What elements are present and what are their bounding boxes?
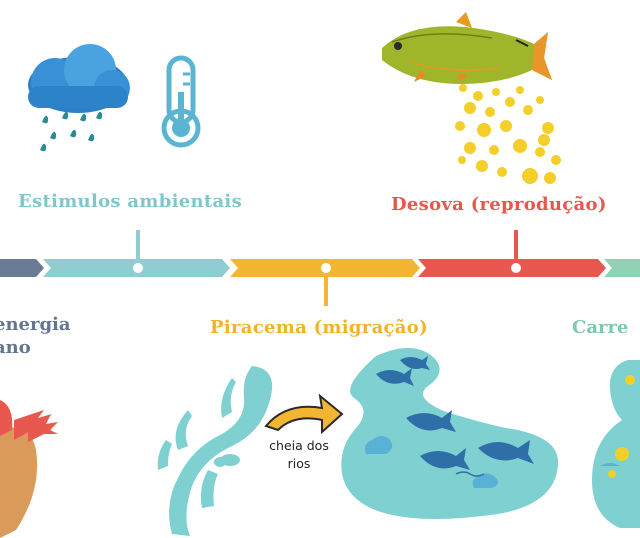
label-energy: energia ano [0, 313, 71, 359]
fish-eggs-icon [455, 84, 561, 184]
river-icon [157, 366, 273, 536]
timeline-segment-energy [0, 259, 44, 277]
label-energy-line2: ano [0, 337, 31, 358]
golden-fish-icon [382, 12, 552, 84]
label-spawning: Desova (reprodução) [391, 194, 607, 215]
timeline-segment-carry [604, 259, 640, 277]
label-carry: Carre [572, 317, 629, 338]
flood-arrow-icon [264, 393, 344, 435]
rain-cloud-icon [28, 44, 130, 152]
energy-fish-icon [0, 400, 58, 538]
carry-lake-icon [592, 360, 640, 528]
fish-school [376, 356, 534, 470]
thermometer-icon [140, 55, 230, 152]
label-migration: Piracema (migração) [210, 317, 428, 338]
label-river-flood: cheia dos rios [269, 438, 329, 471]
timeline [0, 259, 640, 277]
label-environmental-stimuli: Estimulos ambientais [18, 191, 243, 212]
label-energy-line1: energia [0, 314, 71, 335]
lake-icon [341, 347, 559, 519]
